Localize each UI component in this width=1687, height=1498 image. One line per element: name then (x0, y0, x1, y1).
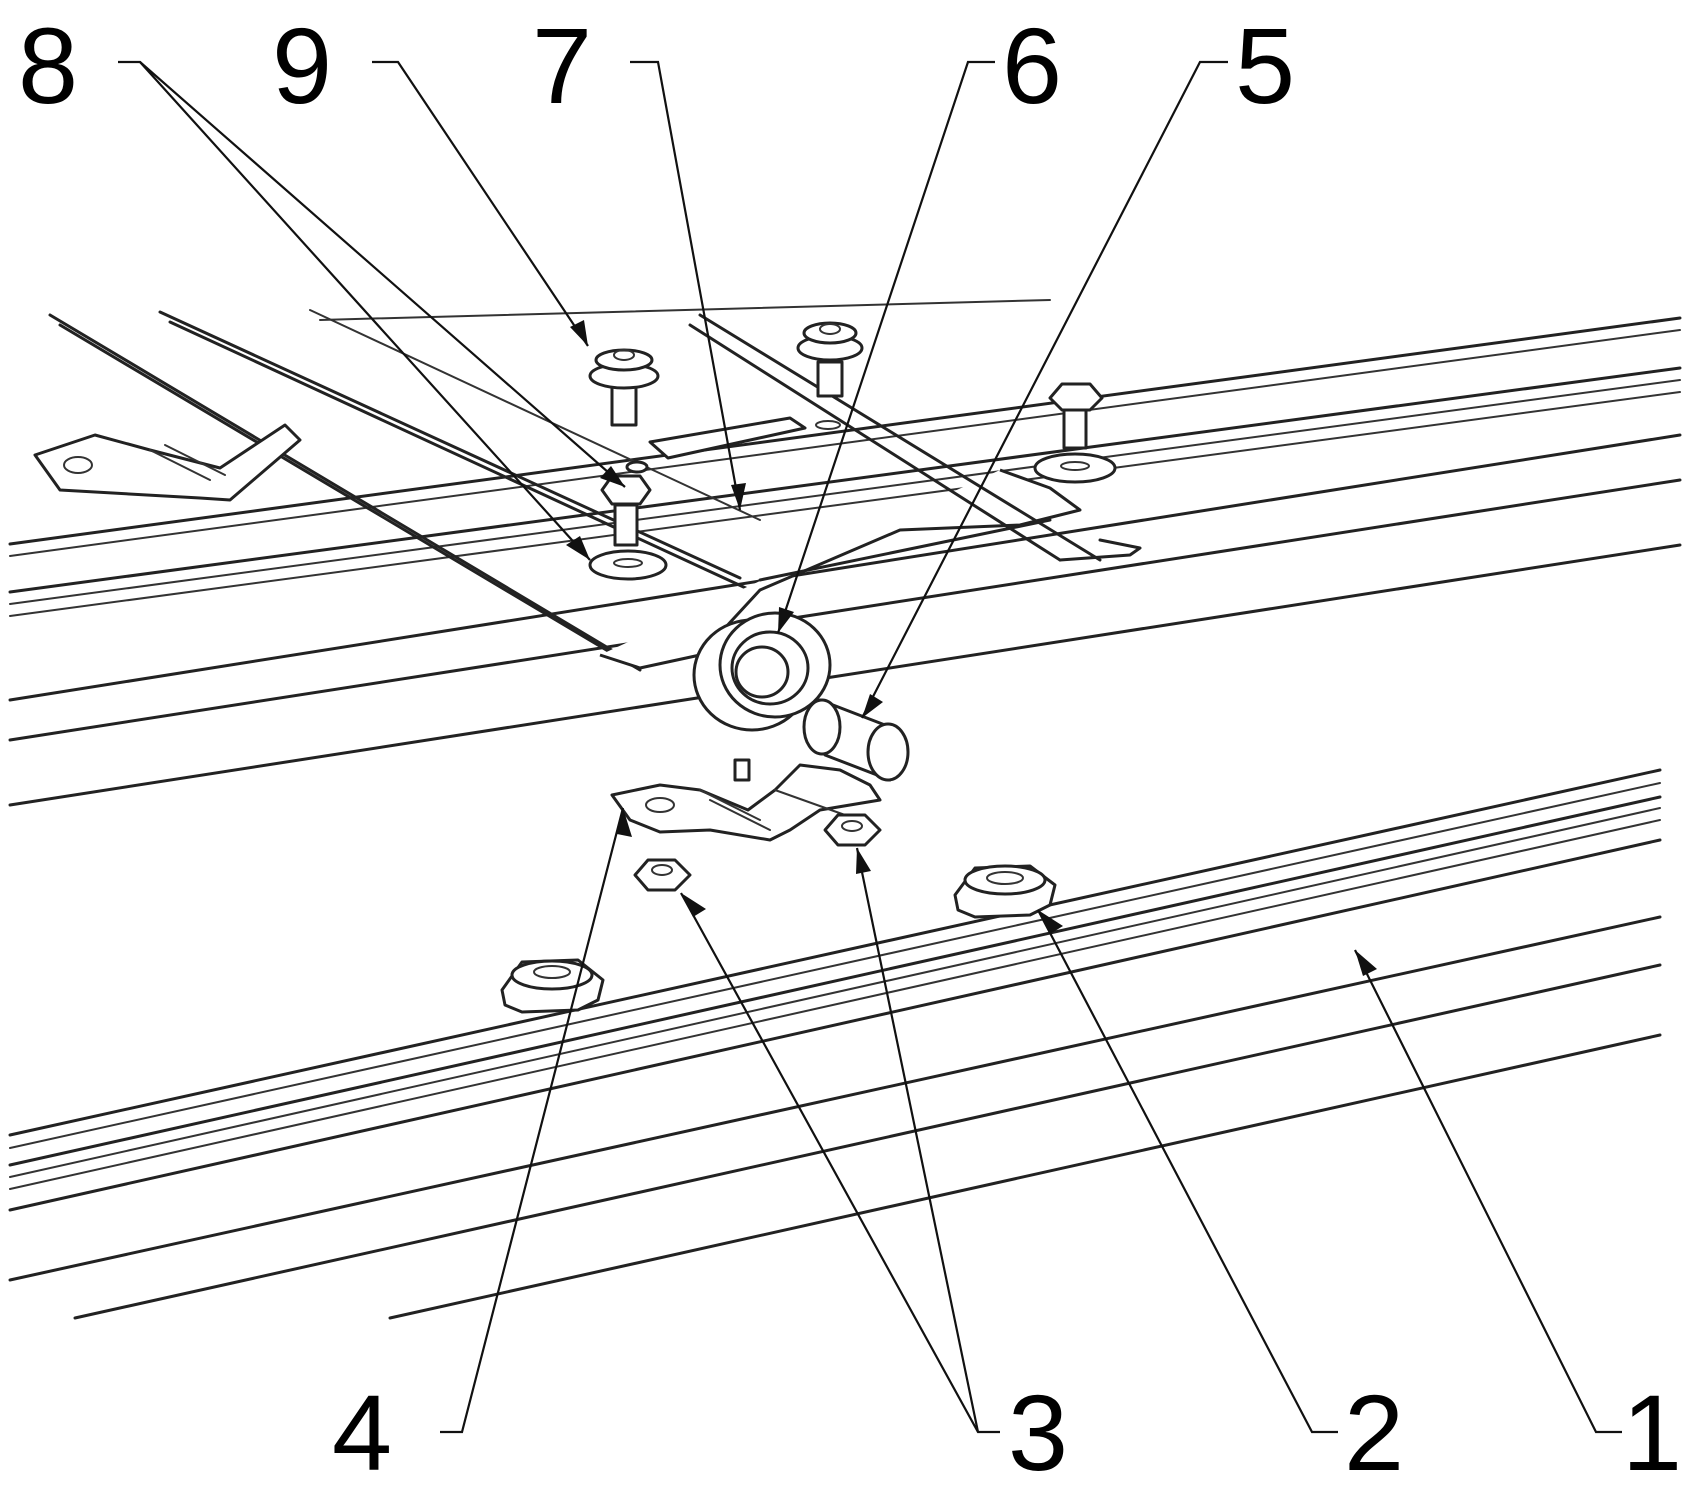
callout-9: 9 (272, 5, 332, 126)
arrow-5 (862, 694, 883, 718)
arrow-1 (1355, 950, 1377, 976)
bolt-right (1035, 384, 1115, 482)
small-slot (816, 421, 840, 429)
callout-7: 7 (532, 5, 592, 126)
callout-8: 8 (18, 5, 78, 126)
lower-rail (10, 770, 1660, 1318)
callout-5: 5 (1235, 5, 1295, 126)
spacer-left (502, 960, 603, 1012)
far-left-bracket (35, 425, 300, 500)
callout-4: 4 (332, 1372, 392, 1493)
arrow-3b (856, 848, 871, 874)
callout-2: 2 (1344, 1372, 1404, 1493)
arrow-3a (681, 893, 706, 917)
nut-right (825, 815, 880, 845)
spacer-right (955, 866, 1055, 917)
bolt-left (590, 350, 658, 425)
bolt-middle (798, 323, 862, 396)
callout-3: 3 (1008, 1372, 1068, 1493)
callout-6: 6 (1002, 5, 1062, 126)
callout-1: 1 (1622, 1372, 1682, 1493)
nut-left (635, 860, 690, 890)
